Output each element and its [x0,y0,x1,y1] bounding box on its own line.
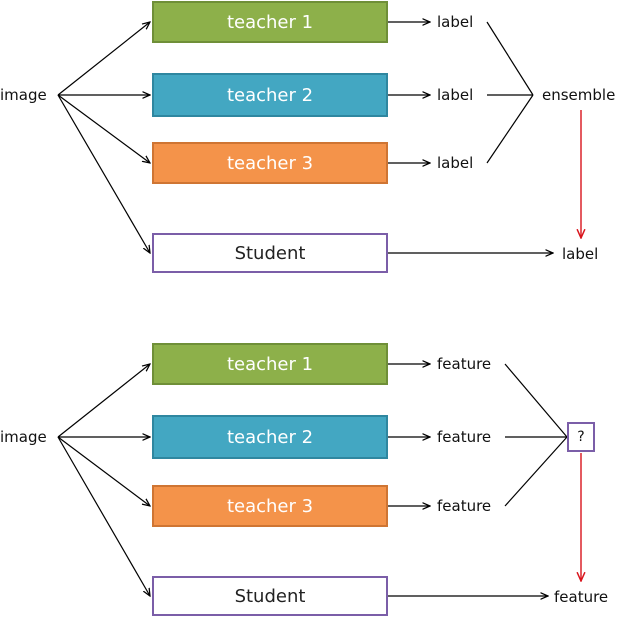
top-student-label: Student [234,242,306,264]
top-teacher-2-box: teacher 2 [152,73,388,117]
bottom-teacher-2-label: teacher 2 [226,426,314,448]
bottom-student-label: Student [234,585,306,607]
top-teacher-1-label: teacher 1 [226,11,314,33]
bottom-teacher-3-output: feature [437,497,492,515]
top-student-output: label [562,245,599,263]
bottom-student-box: Student [152,576,388,616]
bottom-arrow-image-to-teacher-3 [57,436,150,506]
bottom-merge-line-3 [504,436,568,507]
bottom-unknown-combiner-box: ? [567,422,595,452]
bottom-input-image-label: image [0,428,47,446]
top-merge-line-1 [486,21,534,96]
top-teacher-3-output: label [437,154,474,172]
top-input-image-label: image [0,86,47,104]
top-arrow-image-to-student [57,94,150,253]
bottom-student-output: feature [554,588,609,606]
bottom-arrow-image-to-student [57,436,150,596]
bottom-teacher-2-box: teacher 2 [152,415,388,459]
top-teacher-2-output: label [437,86,474,104]
top-arrow-image-to-teacher-1 [57,22,150,96]
top-teacher-2-label: teacher 2 [226,84,314,106]
top-teacher-1-box: teacher 1 [152,1,388,43]
bottom-teacher-3-label: teacher 3 [226,495,314,517]
top-ensemble-label: ensemble [542,86,616,104]
bottom-teacher-3-box: teacher 3 [152,485,388,527]
bottom-arrow-image-to-teacher-1 [57,364,150,438]
top-teacher-1-output: label [437,13,474,31]
top-diagram-connectors [57,21,581,253]
top-teacher-3-label: teacher 3 [226,152,314,174]
bottom-teacher-1-box: teacher 1 [152,343,388,385]
bottom-teacher-1-output: feature [437,355,492,373]
bottom-teacher-2-output: feature [437,428,492,446]
top-merge-line-3 [486,94,534,164]
top-student-box: Student [152,233,388,273]
bottom-merge-line-1 [504,363,568,438]
bottom-unknown-combiner-label: ? [577,429,585,445]
bottom-diagram-connectors [57,363,581,596]
top-teacher-3-box: teacher 3 [152,142,388,184]
bottom-teacher-1-label: teacher 1 [226,353,314,375]
top-arrow-image-to-teacher-3 [57,94,150,163]
